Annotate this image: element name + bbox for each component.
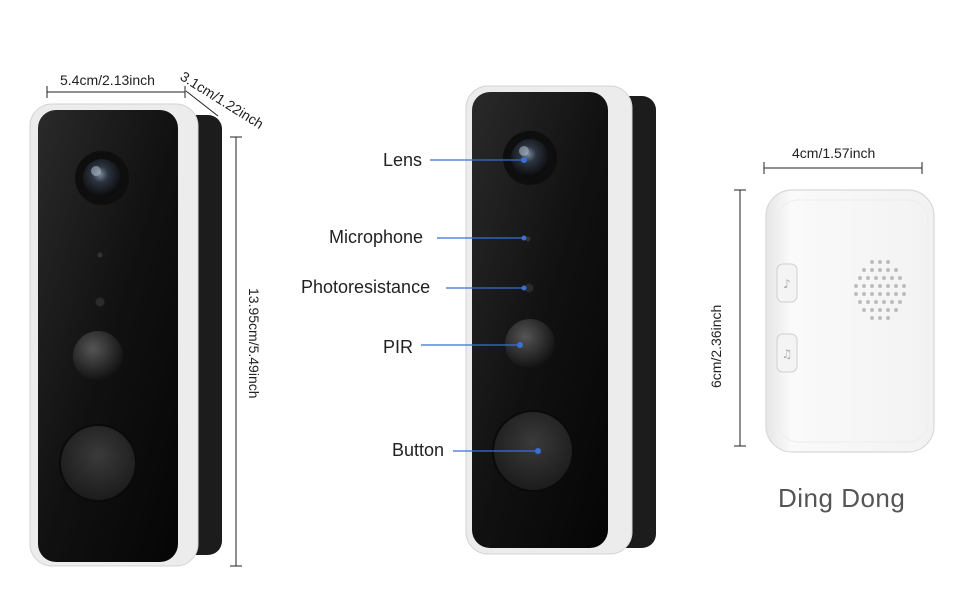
left-microphone [97, 252, 103, 258]
chime-body [765, 189, 935, 453]
left-pir [73, 331, 123, 381]
chime-height-label: 6cm/2.36inch [708, 304, 724, 388]
chime: ♪ ♫ [765, 189, 935, 453]
chime-volume-button [776, 263, 798, 303]
center-doorbell [465, 85, 656, 555]
center-lens [511, 139, 549, 177]
center-lens-glint [519, 146, 529, 156]
button-label: Button [392, 440, 445, 460]
volume-icon: ♪ [783, 277, 791, 291]
lens-label: Lens [383, 150, 423, 170]
left-doorbell [29, 103, 222, 567]
center-pir [505, 319, 555, 369]
chime-name: Ding Dong [778, 483, 906, 513]
chime-speaker-grille [854, 260, 906, 320]
left-height-label: 13.95cm/5.49inch [246, 288, 262, 399]
microphone-label: Microphone [329, 227, 424, 247]
center-microphone [525, 236, 531, 242]
bell-icon: ♫ [782, 347, 793, 361]
center-photoresistor [524, 283, 534, 293]
callout-lines [421, 157, 541, 454]
left-dimension-lines [46, 86, 242, 567]
chime-dimension-lines [734, 162, 923, 447]
pir-label: PIR [383, 337, 414, 357]
chime-width-label: 4cm/1.57inch [792, 145, 876, 161]
chime-ring-button [776, 333, 798, 373]
photoresistance-label: Photoresistance [301, 277, 431, 297]
left-photoresistor [95, 297, 105, 307]
left-lens [83, 159, 121, 197]
left-lens-glint [91, 166, 101, 176]
left-button [59, 424, 137, 502]
left-depth-line [185, 90, 219, 117]
left-width-label: 5.4cm/2.13inch [60, 72, 155, 88]
